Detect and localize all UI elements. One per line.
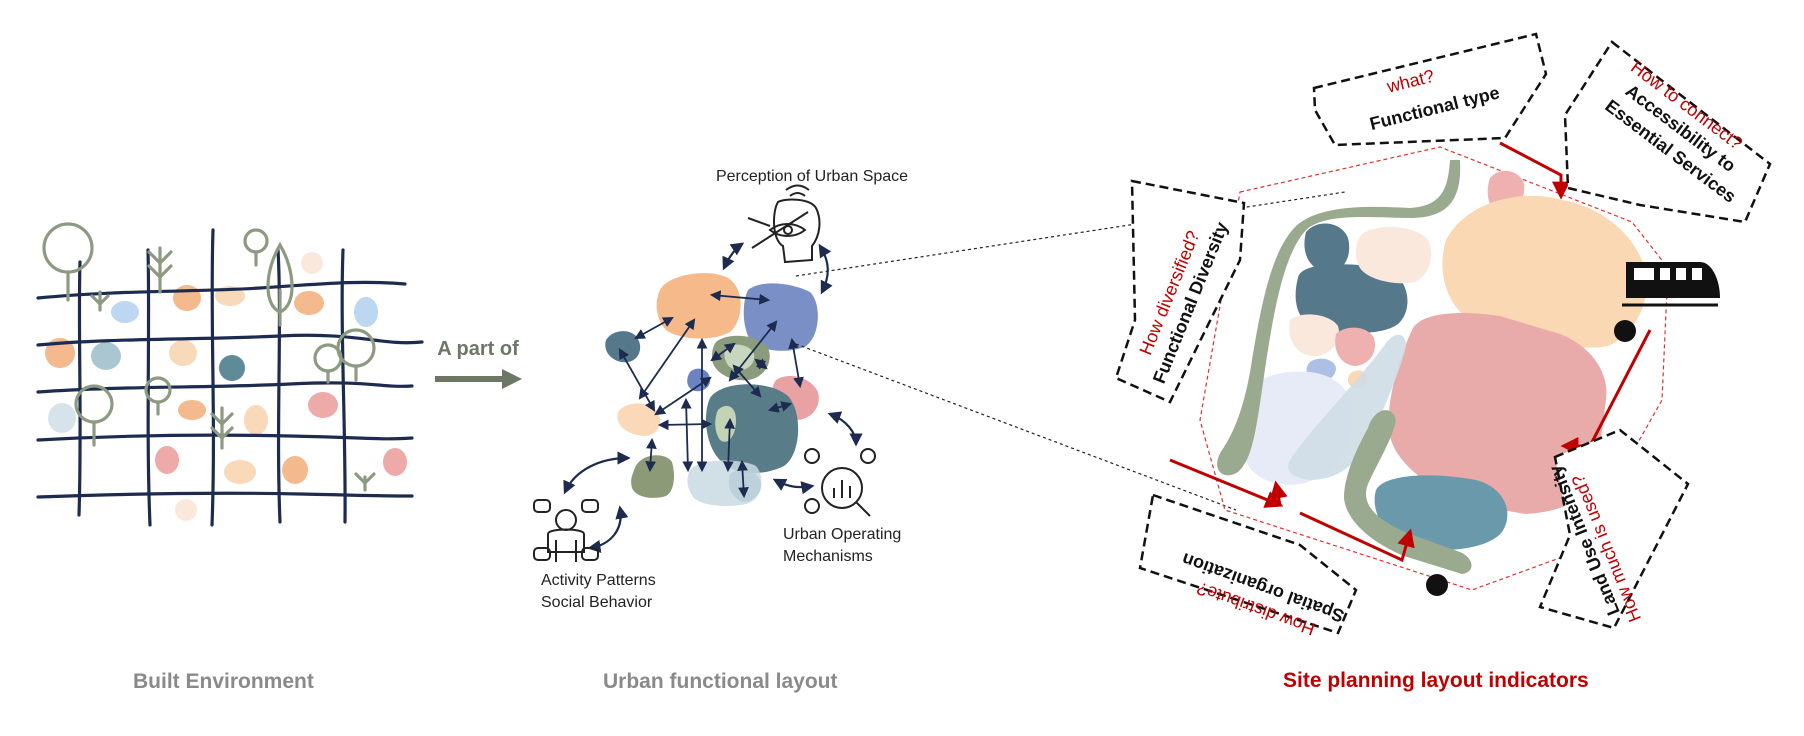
indicator-diversity: How diversified? Functional Diversity bbox=[1114, 179, 1246, 404]
activity-label-line1: Activity Patterns bbox=[541, 572, 656, 589]
activity-label-line2: Social Behavior bbox=[541, 594, 653, 611]
operating-label-line2: Mechanisms bbox=[783, 548, 873, 565]
people-group-icon bbox=[533, 499, 599, 562]
feedback-arrows bbox=[563, 242, 863, 553]
indicator-spatial: Spatial organization How distribute? bbox=[1138, 493, 1358, 639]
street-grid bbox=[36, 228, 424, 527]
zoom-lines bbox=[795, 191, 1346, 511]
built-environment-map bbox=[36, 222, 424, 527]
functional-layout-network: Perception of Urban Space bbox=[533, 168, 908, 611]
function-blobs bbox=[605, 273, 819, 506]
indicator-accessibility: How to connect? Accessibility to Essenti… bbox=[1563, 40, 1772, 224]
station-dot bbox=[1614, 320, 1636, 342]
site-planning-caption: Site planning layout indicators bbox=[1283, 669, 1589, 692]
site-plan: what? Functional type How to connect? Ac… bbox=[1114, 32, 1772, 639]
station-dot bbox=[1426, 574, 1448, 596]
built-environment-caption: Built Environment bbox=[133, 670, 314, 693]
part-of-arrow: A part of bbox=[435, 338, 522, 389]
operating-label-line1: Urban Operating bbox=[783, 526, 901, 543]
indicator-intensity: Land Use Intensity How much is used? bbox=[1538, 428, 1690, 630]
tree-icon bbox=[42, 222, 376, 492]
indicator-functional-type: what? Functional type bbox=[1312, 32, 1548, 147]
train-icon bbox=[1622, 262, 1720, 307]
land-use-patches bbox=[45, 252, 407, 521]
relation-arrows bbox=[618, 290, 804, 499]
analytics-search-icon bbox=[804, 448, 876, 517]
part-of-label: A part of bbox=[437, 338, 519, 360]
perception-label: Perception of Urban Space bbox=[716, 168, 908, 185]
vision-head-icon bbox=[747, 184, 821, 264]
functional-layout-caption: Urban functional layout bbox=[603, 670, 838, 693]
green-corridor bbox=[1217, 160, 1461, 476]
